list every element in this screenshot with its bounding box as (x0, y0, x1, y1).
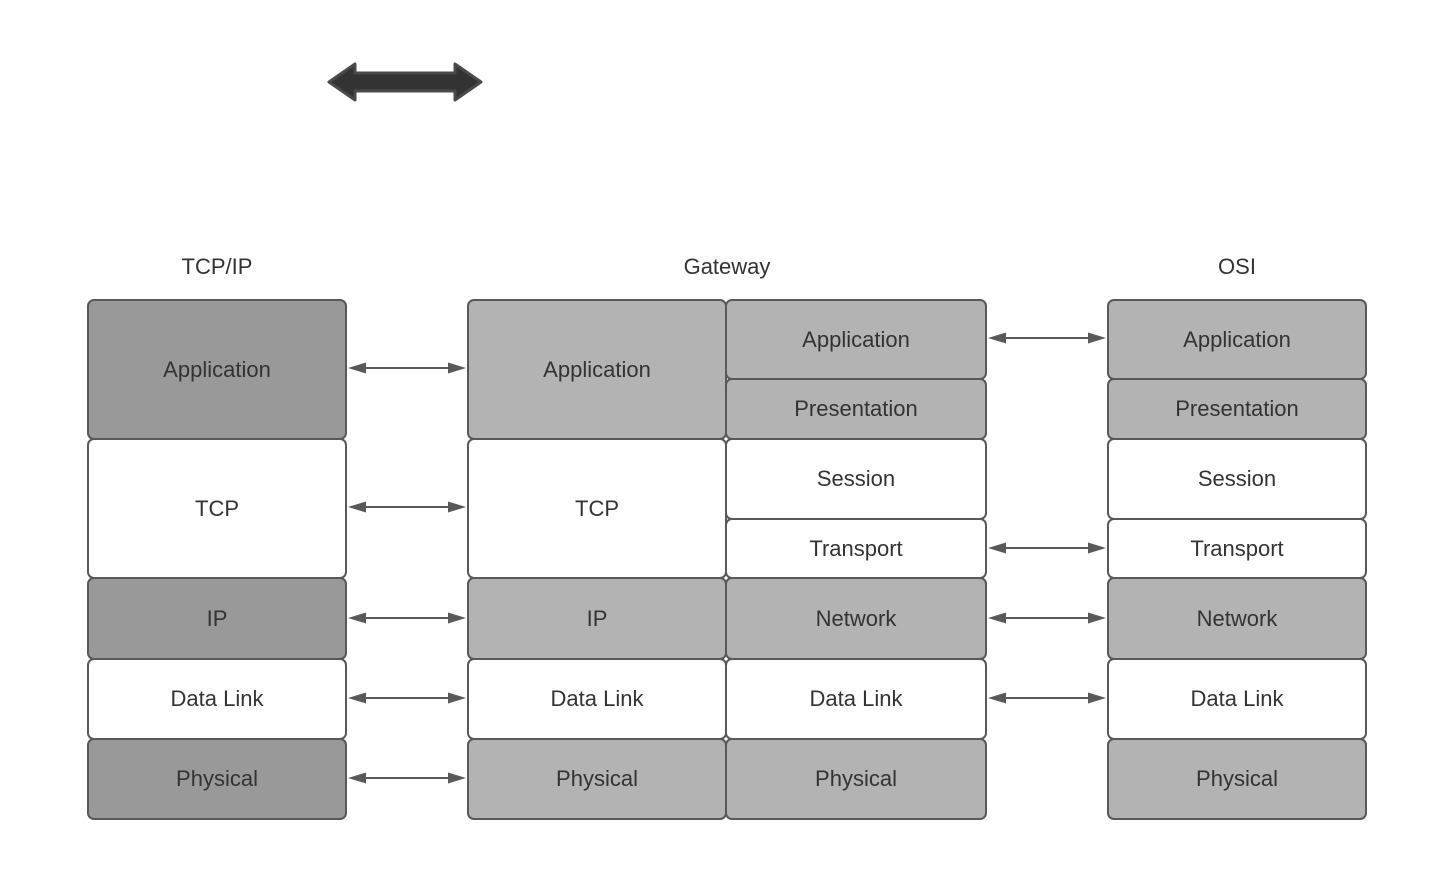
layer-box-osi-network: Network (1107, 577, 1367, 660)
arrow-tcpip-gateway-datalink-icon (348, 692, 466, 704)
layer-box-gateway-left-datalink: Data Link (467, 658, 727, 740)
layer-box-osi-presentation: Presentation (1107, 378, 1367, 440)
arrow-gateway-osi-transport-icon (988, 542, 1106, 554)
arrow-tcpip-gateway-physical-icon (348, 772, 466, 784)
layer-box-tcpip-ip: IP (87, 577, 347, 660)
layer-box-tcpip-datalink: Data Link (87, 658, 347, 740)
stack-title-tcpip: TCP/IP (181, 254, 253, 279)
layer-box-gateway-left-ip: IP (467, 577, 727, 660)
layer-box-gateway-right-network: Network (725, 577, 987, 660)
layer-box-osi-session: Session (1107, 438, 1367, 520)
layer-box-osi-datalink: Data Link (1107, 658, 1367, 740)
arrow-tcpip-gateway-ip-icon (348, 612, 466, 624)
layer-box-gateway-right-session: Session (725, 438, 987, 520)
layer-box-tcpip-application: Application (87, 299, 347, 440)
layer-box-osi-application: Application (1107, 299, 1367, 380)
layer-box-tcpip-physical: Physical (87, 738, 347, 820)
layer-box-gateway-right-presentation: Presentation (725, 378, 987, 440)
layer-box-gateway-right-datalink: Data Link (725, 658, 987, 740)
stack-title-osi: OSI (1218, 254, 1256, 279)
layer-box-gateway-left-tcp: TCP (467, 438, 727, 579)
arrow-gateway-osi-datalink-icon (988, 692, 1106, 704)
layer-box-gateway-right-application: Application (725, 299, 987, 380)
layer-box-gateway-left-application: Application (467, 299, 727, 440)
arrow-gateway-osi-network-icon (988, 612, 1106, 624)
layer-box-osi-physical: Physical (1107, 738, 1367, 820)
thick-double-arrow-icon (327, 62, 483, 102)
stack-title-gateway: Gateway (683, 254, 771, 279)
layer-box-osi-transport: Transport (1107, 518, 1367, 579)
layer-box-tcpip-tcp: TCP (87, 438, 347, 579)
layer-box-gateway-right-transport: Transport (725, 518, 987, 579)
arrow-gateway-osi-application-icon (988, 332, 1106, 344)
layer-box-gateway-right-physical: Physical (725, 738, 987, 820)
arrow-tcpip-gateway-application-icon (348, 362, 466, 374)
layer-box-gateway-left-physical: Physical (467, 738, 727, 820)
arrow-tcpip-gateway-tcp-icon (348, 501, 466, 513)
